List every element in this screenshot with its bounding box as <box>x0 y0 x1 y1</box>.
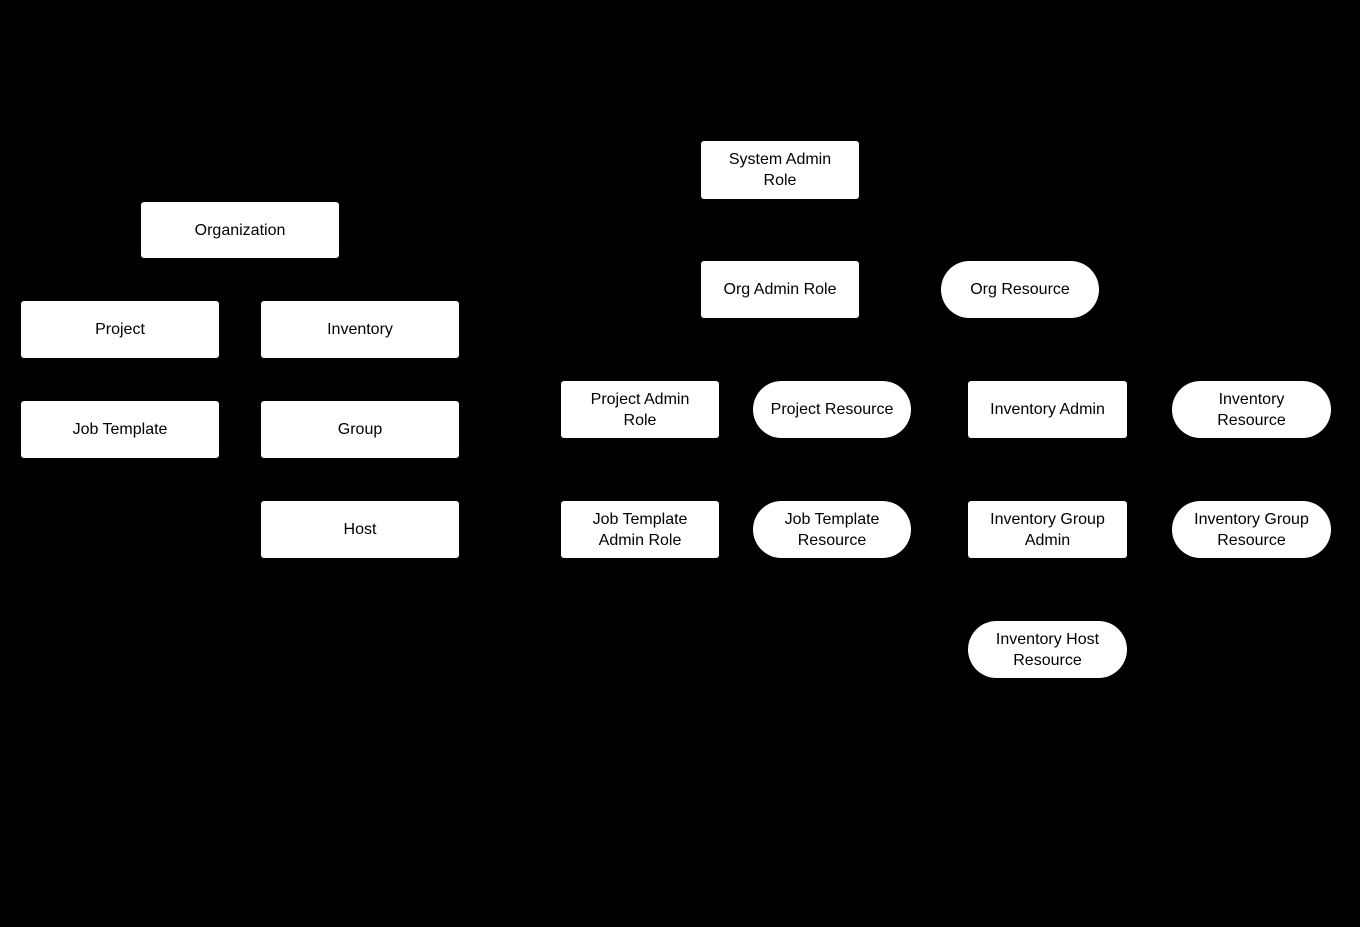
node-job-template-resource: Job Template Resource <box>753 501 911 558</box>
node-inventory-group-admin: Inventory Group Admin <box>968 501 1127 558</box>
node-project-admin-role: Project Admin Role <box>561 381 719 438</box>
node-project: Project <box>21 301 219 358</box>
node-inventory-host-resource: Inventory Host Resource <box>968 621 1127 678</box>
node-job-template-admin-role: Job Template Admin Role <box>561 501 719 558</box>
node-system-admin-role: System Admin Role <box>701 141 859 199</box>
node-inventory-resource: Inventory Resource <box>1172 381 1331 438</box>
node-inventory-admin: Inventory Admin <box>968 381 1127 438</box>
node-inventory: Inventory <box>261 301 459 358</box>
node-project-resource: Project Resource <box>753 381 911 438</box>
node-org-resource: Org Resource <box>941 261 1099 318</box>
node-org-admin-role: Org Admin Role <box>701 261 859 318</box>
node-group: Group <box>261 401 459 458</box>
node-host: Host <box>261 501 459 558</box>
node-job-template: Job Template <box>21 401 219 458</box>
node-inventory-group-resource: Inventory Group Resource <box>1172 501 1331 558</box>
node-organization: Organization <box>141 202 339 258</box>
